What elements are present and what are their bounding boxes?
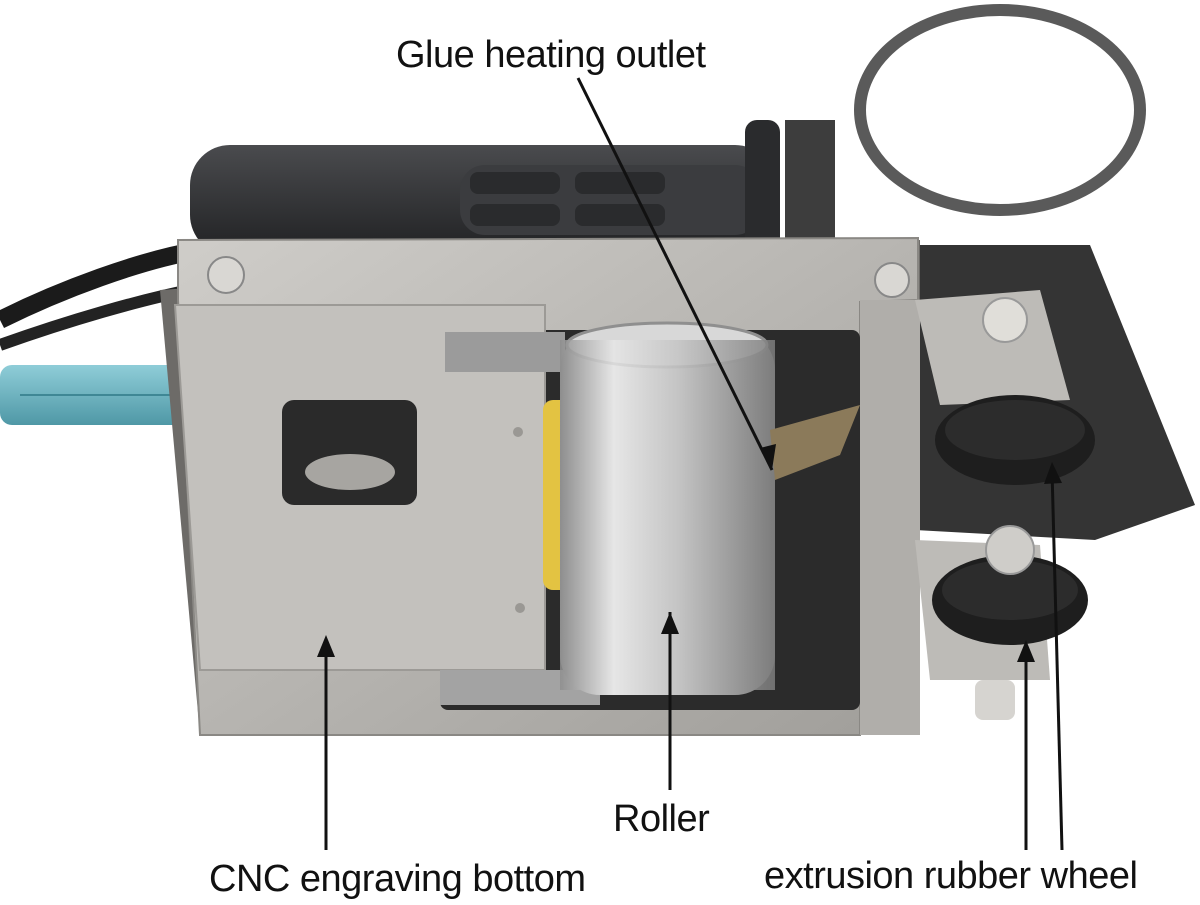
screw: [207, 256, 245, 294]
screw: [874, 262, 910, 298]
arrowhead-cnc: [317, 635, 335, 657]
roller-label: Roller: [613, 798, 710, 840]
gear-top: [445, 332, 565, 372]
extrusion-rubber-wheel-label: extrusion rubber wheel: [764, 855, 1138, 897]
arrowhead-glue: [760, 444, 776, 470]
arrowhead-wheel-1: [1017, 640, 1035, 662]
cnc-engraving-bottom-label: CNC engraving bottom: [209, 858, 586, 900]
roller: [560, 330, 775, 695]
arrowhead-roller: [661, 612, 679, 634]
arrowhead-wheel-2: [1044, 462, 1062, 484]
glue-heating-outlet-label: Glue heating outlet: [396, 34, 706, 76]
pointer-wheel-2: [1050, 469, 1064, 851]
frame-right-arm: [860, 300, 920, 735]
ring-handle: [854, 4, 1146, 216]
pointer-glue: [576, 77, 774, 471]
outlet-nozzle: [770, 405, 860, 480]
